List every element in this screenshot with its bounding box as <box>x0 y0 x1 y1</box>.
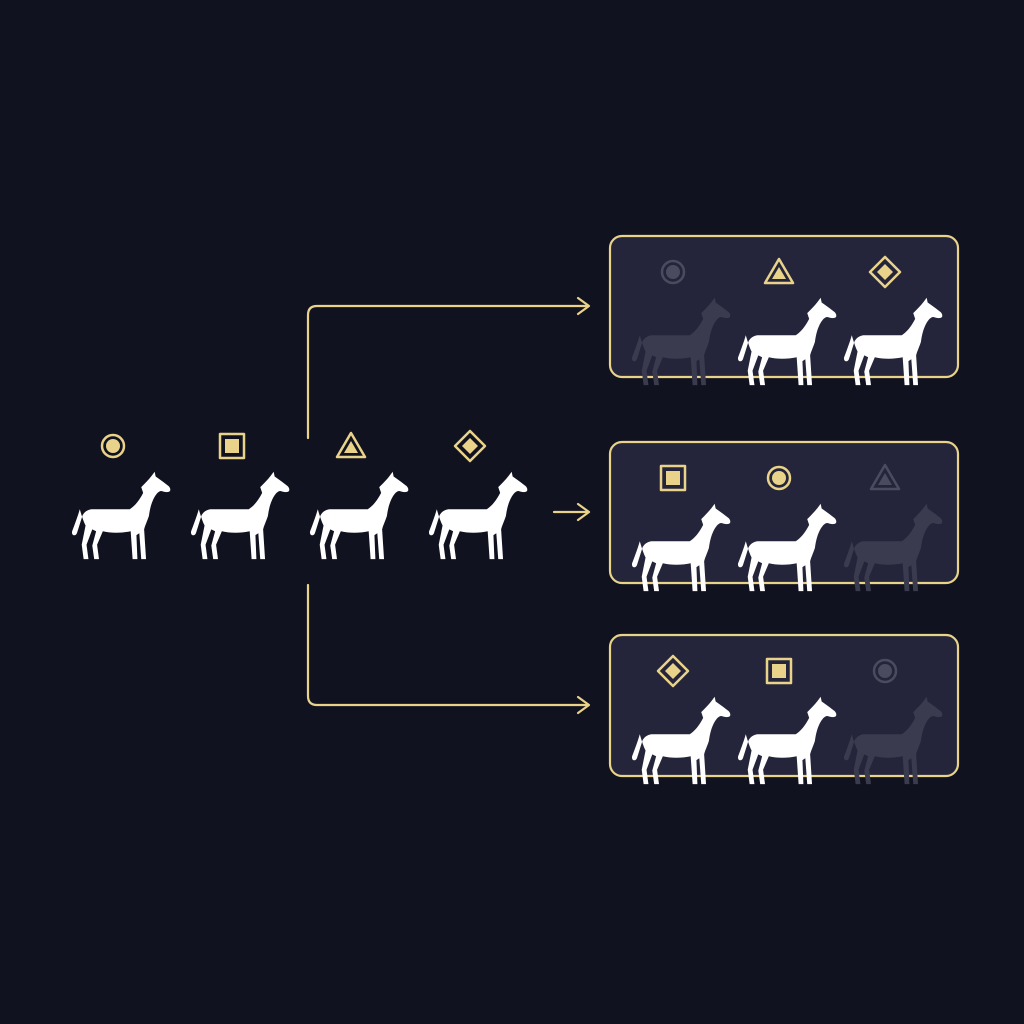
diamond-marker-icon <box>453 429 487 463</box>
horse-icon <box>309 431 409 560</box>
triangle-marker-icon <box>335 431 367 459</box>
arrow-head-icon <box>576 296 591 316</box>
square-marker-icon <box>218 432 246 460</box>
top-connector-line <box>306 304 590 440</box>
arrow-head-icon <box>576 502 591 522</box>
triangle-marker-icon <box>763 257 795 285</box>
circle-marker-icon <box>100 433 126 459</box>
triangle-marker-icon <box>869 463 901 491</box>
horse-icon <box>631 259 731 386</box>
square-marker-icon <box>765 657 793 685</box>
horse-icon <box>737 257 837 386</box>
horse-icon <box>737 465 837 592</box>
circle-marker-icon <box>766 465 792 491</box>
connector-lines <box>306 296 591 715</box>
square-marker-icon <box>659 464 687 492</box>
horse-icon <box>843 658 943 785</box>
horse-icon <box>631 654 731 785</box>
circle-marker-icon <box>660 259 686 285</box>
horse-icon <box>843 255 943 386</box>
horse-icon <box>843 463 943 592</box>
horse-icon <box>737 657 837 785</box>
horse-icon <box>190 432 290 560</box>
horse-icon <box>428 429 528 560</box>
circle-marker-icon <box>872 658 898 684</box>
horse-icon <box>71 433 171 560</box>
diamond-marker-icon <box>868 255 902 289</box>
arrow-head-icon <box>576 695 591 715</box>
diamond-marker-icon <box>656 654 690 688</box>
horse-icon <box>631 464 731 592</box>
bottom-connector-line <box>306 583 590 707</box>
